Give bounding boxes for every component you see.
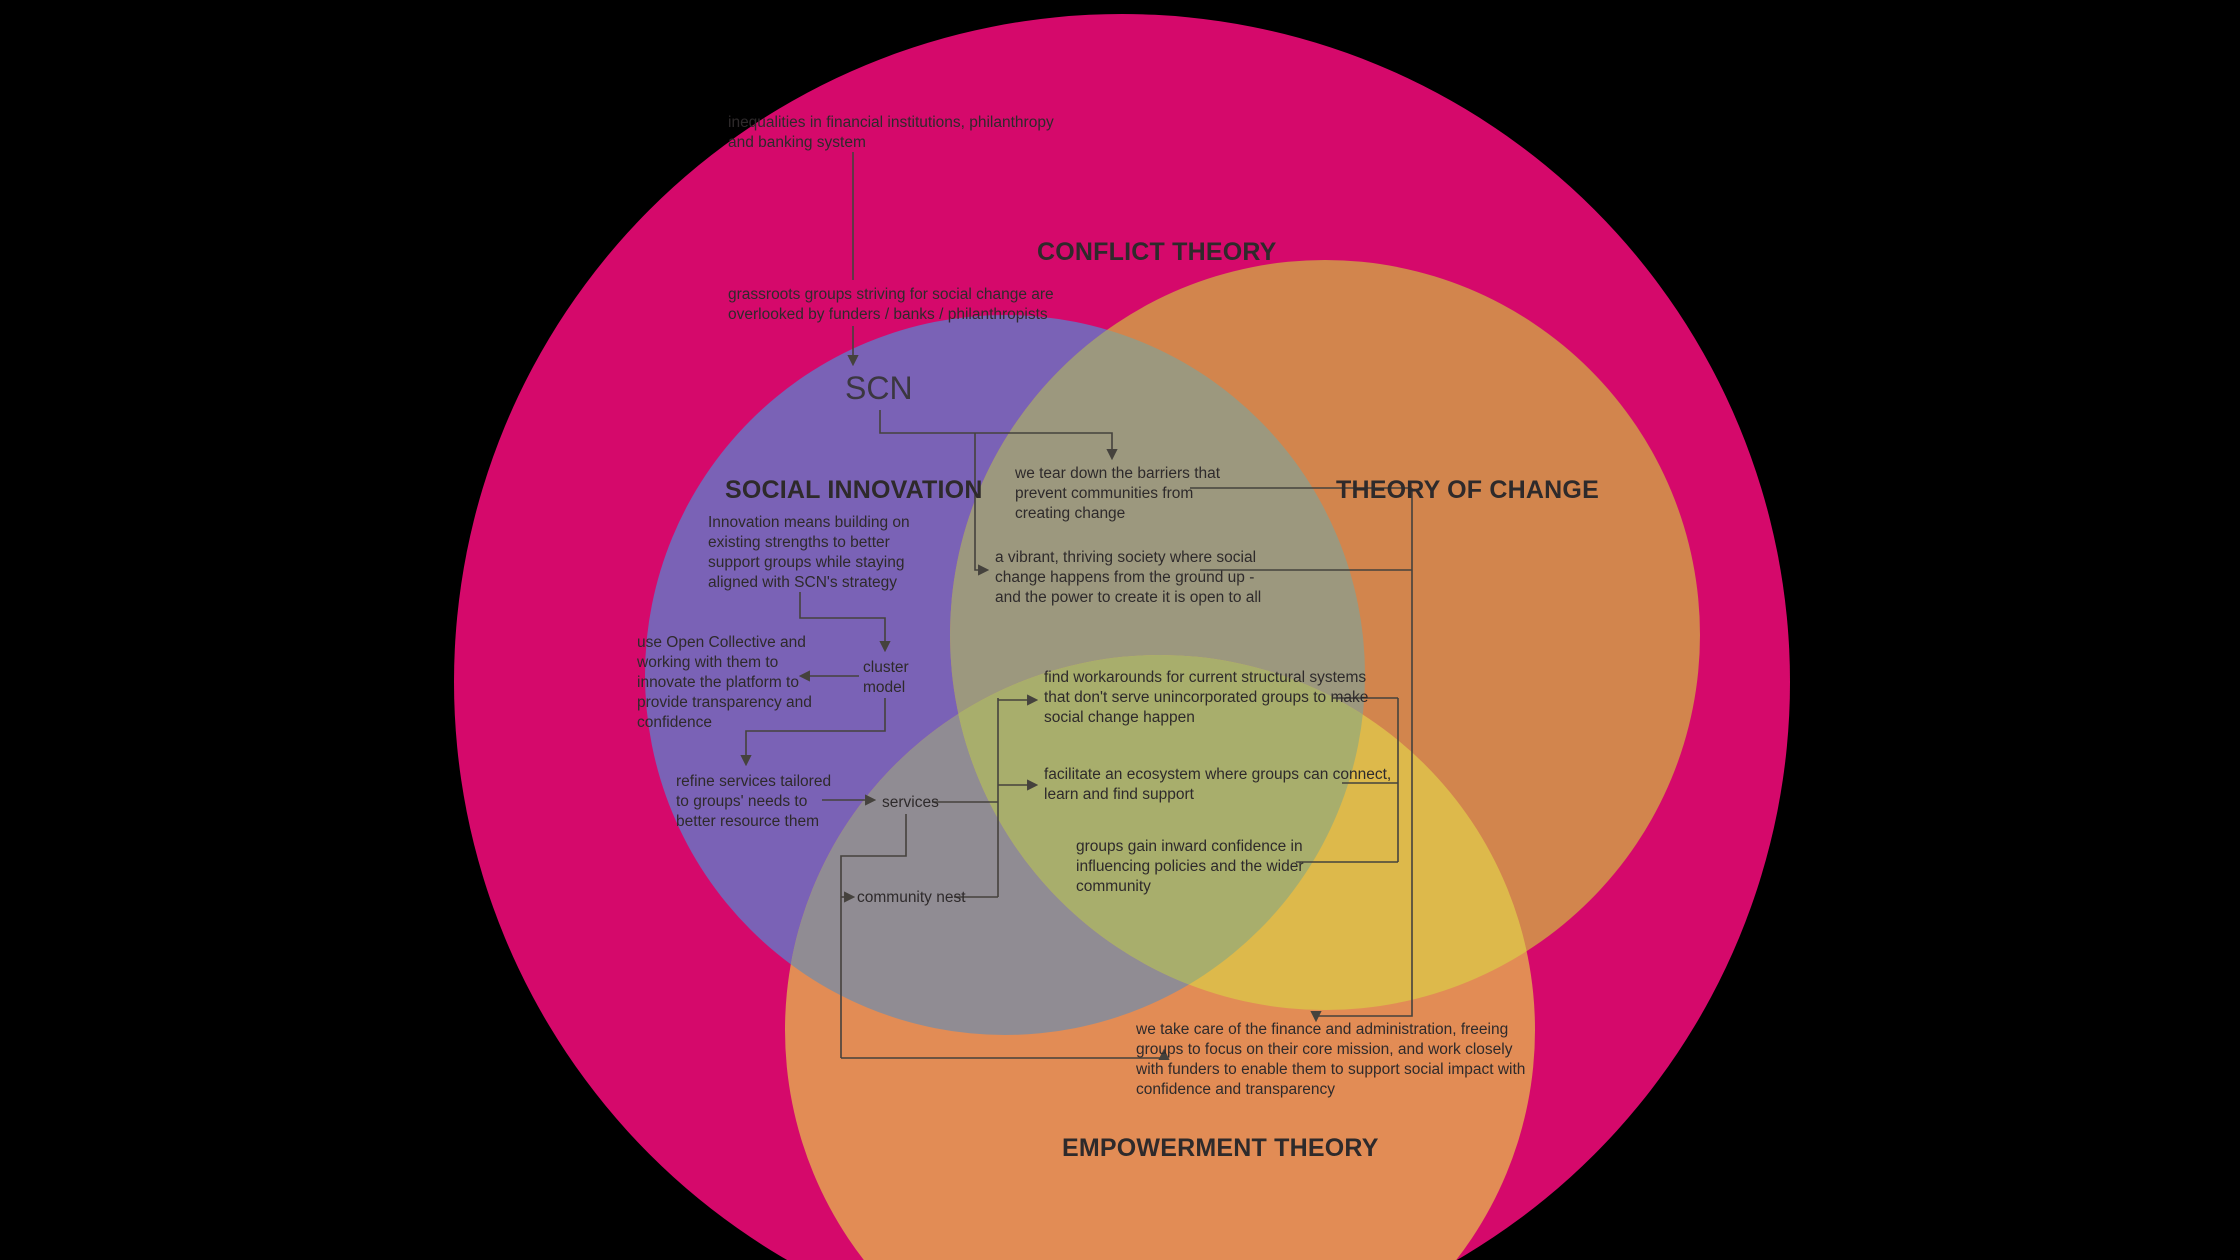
note-services: services — [882, 794, 939, 811]
line-innovation-cluster — [799, 592, 891, 653]
line-services-down — [840, 814, 907, 1058]
note-grassroots: grassroots groups striving for social ch… — [728, 286, 1054, 323]
note-open-collective: use Open Collective and working with the… — [637, 634, 812, 731]
note-groups-gain-confidence: groups gain inward confidence in influen… — [1076, 838, 1304, 895]
line-bottom-horizontal — [841, 1048, 1170, 1060]
note-community-nest: community nest — [857, 889, 966, 906]
note-vibrant-society: a vibrant, thriving society where social… — [995, 549, 1262, 606]
line-right-vertical-takecare — [1310, 488, 1413, 1023]
note-cluster-model: cluster model — [863, 659, 909, 696]
note-innovation-means: Innovation means building on existing st… — [708, 514, 910, 591]
line-scn-teardown — [879, 410, 1118, 461]
note-facilitate-ecosystem: facilitate an ecosystem where groups can… — [1044, 766, 1392, 803]
title-theory-of-change: THEORY OF CHANGE — [1336, 476, 1599, 504]
note-take-care-finance: we take care of the finance and administ… — [1136, 1021, 1526, 1098]
line-cluster-refine — [740, 698, 886, 767]
note-inequalities: inequalities in financial institutions, … — [728, 114, 1054, 151]
scn-label: SCN — [845, 370, 913, 406]
title-conflict-theory: CONFLICT THEORY — [1037, 238, 1277, 266]
title-social-innovation: SOCIAL INNOVATION — [725, 476, 983, 504]
note-find-workarounds: find workarounds for current structural … — [1044, 669, 1369, 726]
note-refine-services: refine services tailored to groups' need… — [676, 773, 832, 830]
title-empowerment-theory: EMPOWERMENT THEORY — [1062, 1134, 1379, 1162]
line-scn-vibrant — [974, 433, 990, 576]
note-tear-down-barriers: we tear down the barriers that prevent c… — [1015, 465, 1221, 522]
connector-lines — [740, 152, 1413, 1060]
